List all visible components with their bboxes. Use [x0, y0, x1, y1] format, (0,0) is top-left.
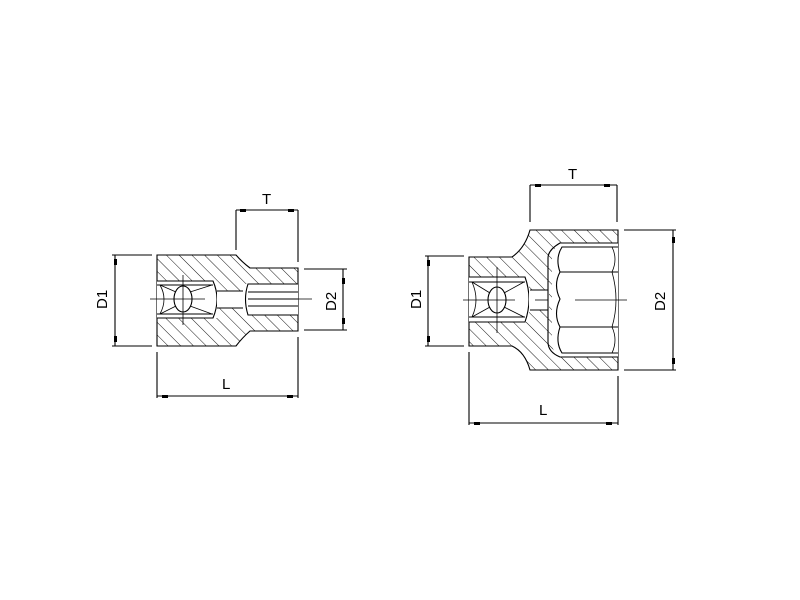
large-d1-label: D1: [408, 290, 425, 309]
small-socket-drawing: T D1 D2 L: [94, 191, 347, 398]
small-l-label: L: [222, 376, 230, 393]
large-l-label: L: [539, 402, 547, 419]
large-d2-label: D2: [652, 292, 669, 311]
small-d2-label: D2: [323, 292, 340, 311]
large-socket-drawing: T D1 D2 L: [408, 166, 676, 425]
small-t-label: T: [262, 191, 271, 208]
small-d1-label: D1: [94, 290, 111, 309]
large-t-label: T: [568, 166, 577, 183]
